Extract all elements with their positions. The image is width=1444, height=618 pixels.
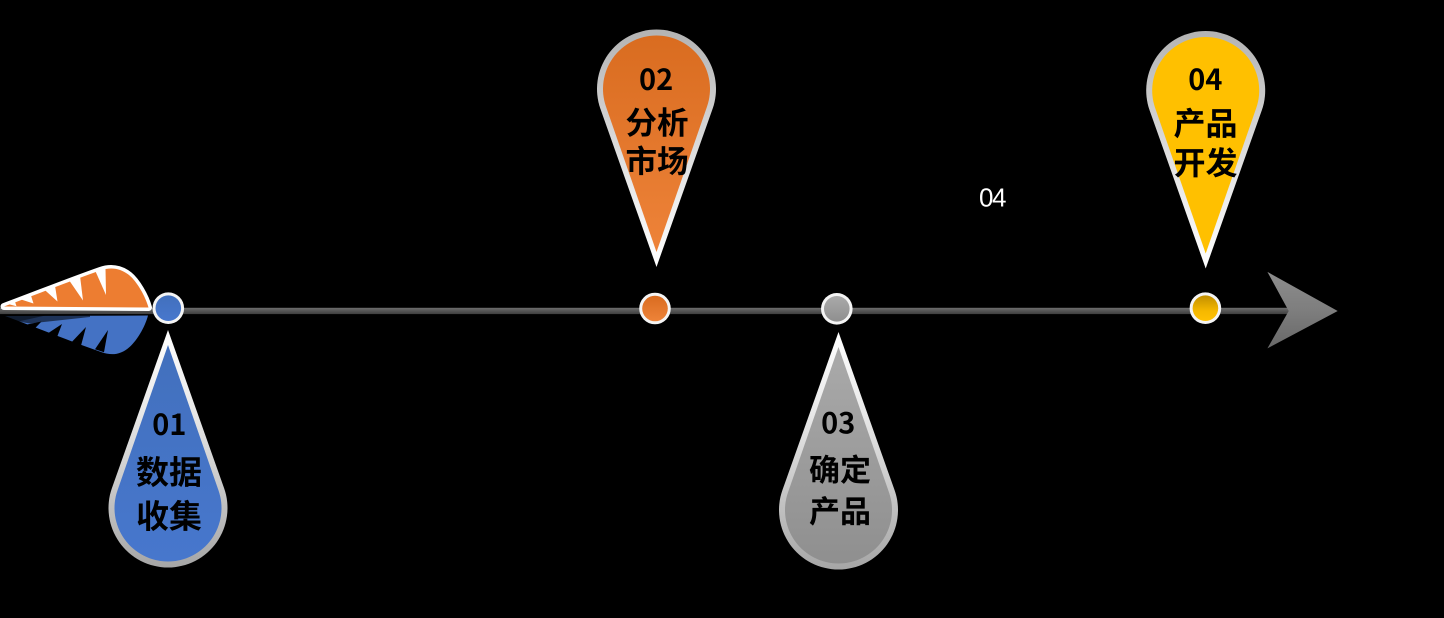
svg-text:04: 04 bbox=[979, 183, 1006, 213]
